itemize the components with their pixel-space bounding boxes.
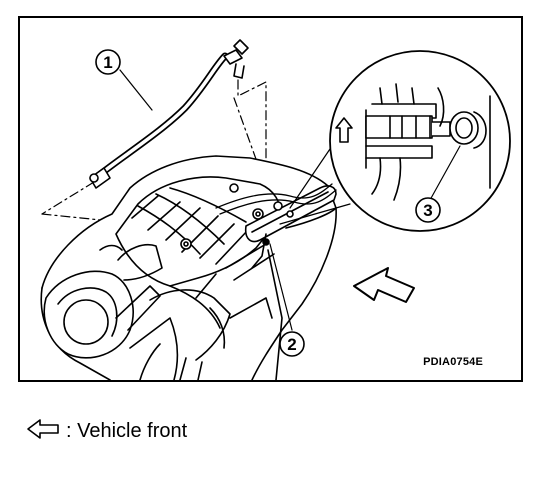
callout-3-label: 3	[423, 201, 432, 220]
up-arrow-icon	[335, 117, 353, 143]
diagram-frame: 1	[18, 16, 523, 382]
hose-illustration	[89, 39, 249, 189]
callout-2: 2	[269, 243, 305, 357]
callout-2-label: 2	[287, 335, 296, 354]
callout-3: 3	[415, 145, 461, 223]
figure-code: PDIA0754E	[423, 356, 483, 368]
front-arrow-icon	[26, 418, 62, 445]
legend: : Vehicle front	[26, 418, 187, 445]
vehicle-front-arrow-icon	[353, 267, 415, 303]
detail-magnifier	[279, 50, 511, 232]
component-illustration: 1	[40, 39, 511, 380]
legend-text: : Vehicle front	[66, 420, 188, 442]
callout-1-label: 1	[103, 53, 112, 72]
callout-1: 1	[95, 49, 153, 111]
bolt-icon	[180, 183, 264, 250]
transmission-assembly	[40, 155, 337, 380]
